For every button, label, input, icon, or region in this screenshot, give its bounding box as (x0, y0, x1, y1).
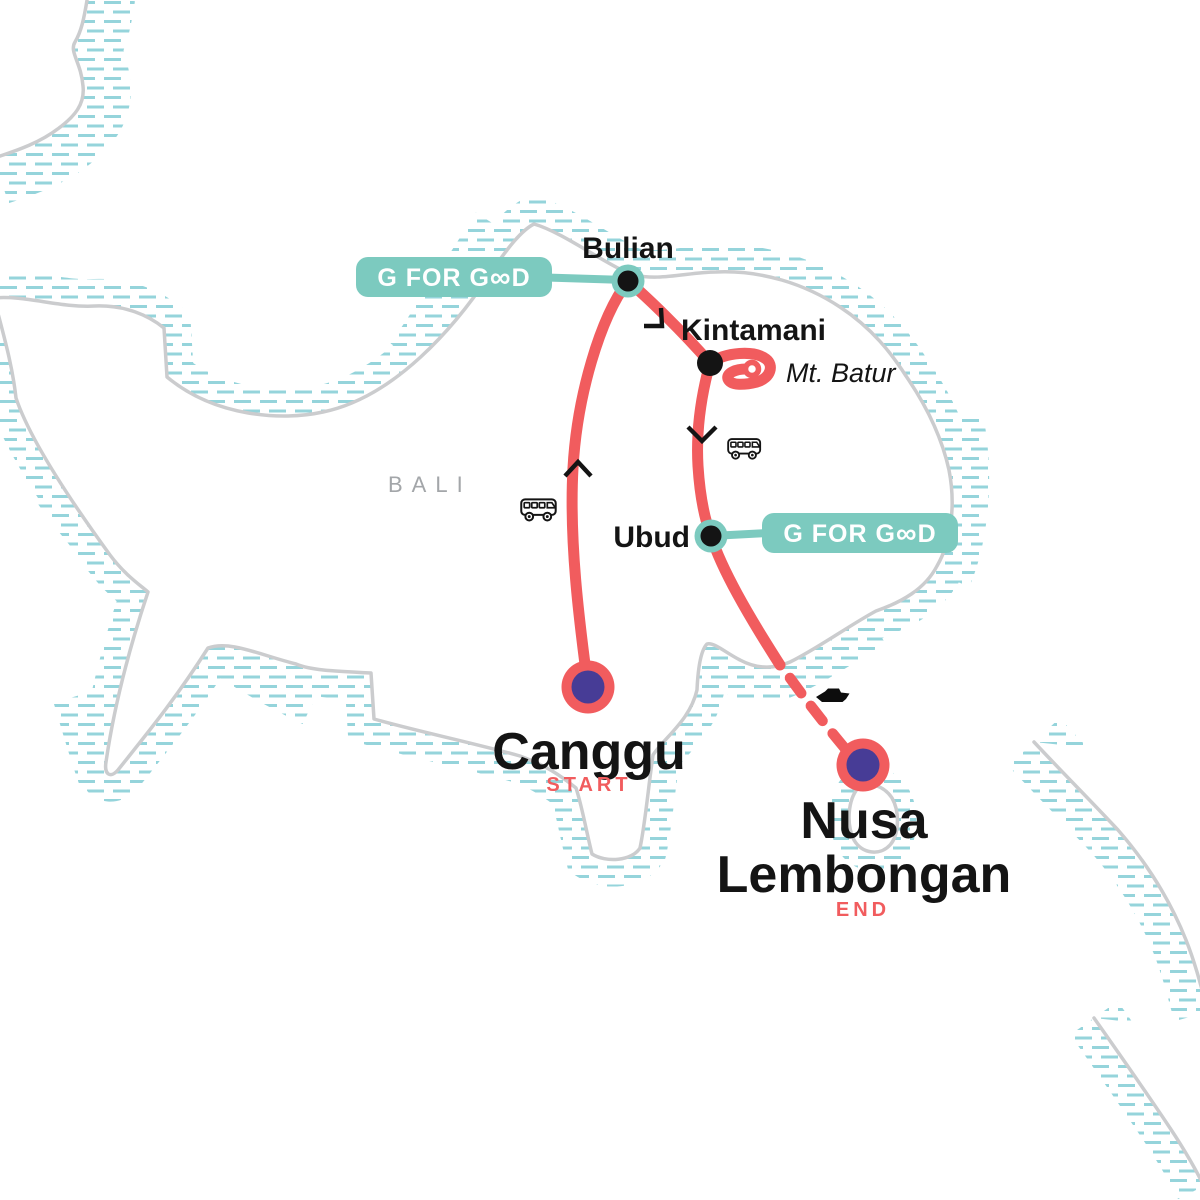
route-ferry-dashed (784, 672, 854, 758)
badge-background (356, 257, 552, 297)
hatch-cape (53, 687, 133, 790)
badge-label-post: D (918, 520, 937, 548)
label-end: END (836, 899, 890, 921)
label-kintamani: Kintamani (681, 314, 826, 347)
place-labels: Bulian Kintamani Mt. Batur Ubud Canggu S… (492, 232, 1011, 921)
node-dot (617, 270, 639, 292)
coastline-penida-south (1092, 1016, 1200, 1182)
land-java (0, 0, 87, 156)
coastline-bali (0, 222, 954, 862)
label-mt-batur: Mt. Batur (786, 358, 897, 388)
hatch-east-coast (918, 414, 990, 587)
infinity-icon: ∞ (490, 262, 512, 294)
node-dot (700, 525, 722, 547)
land-penida-south (1094, 1018, 1200, 1179)
marker-core (846, 748, 880, 782)
chevron-down-icon (686, 425, 718, 445)
infinity-icon: ∞ (896, 518, 918, 550)
badge-label: G FOR G∞D (377, 262, 530, 294)
badge-label-pre: G FOR G (377, 264, 490, 292)
label-bulian: Bulian (582, 232, 674, 265)
coastline-penida-north (1032, 740, 1200, 989)
start-marker-canggu (561, 660, 615, 714)
label-start: START (546, 774, 631, 796)
stop-node-ubud (694, 519, 728, 553)
label-canggu: Canggu (492, 723, 686, 781)
mt-batur-loop-end (742, 359, 762, 379)
land-bali (0, 224, 953, 860)
marker-core (571, 670, 605, 704)
land-penida-north (1034, 742, 1200, 983)
coastline-java (0, 0, 89, 158)
hatch-southeast-bay (724, 597, 886, 702)
badge-background (762, 513, 958, 553)
turn-arrow-icon (644, 307, 665, 329)
boat-icon (816, 688, 850, 702)
label-lembongan: Lembongan (717, 846, 1012, 904)
label-ubud: Ubud (613, 521, 690, 554)
direction-arrows (563, 307, 718, 478)
coastline-lembongan (847, 782, 900, 854)
region-label-bali: BALI (388, 472, 472, 497)
chevron-up-icon (563, 458, 593, 478)
stop-node-kintamani (697, 350, 723, 376)
route-mt-batur-loop (704, 347, 776, 390)
land-lembongan (849, 784, 898, 853)
badge-label-post: D (512, 264, 531, 292)
end-marker-nusa-lembongan (836, 738, 890, 792)
route-kintamani-ubud (692, 357, 717, 542)
badge-label-pre: G FOR G (783, 520, 896, 548)
stop-node-bulian (611, 264, 645, 298)
label-nusa: Nusa (800, 792, 928, 850)
badge-label: G FOR G∞D (783, 518, 936, 550)
node-dot (697, 350, 723, 376)
